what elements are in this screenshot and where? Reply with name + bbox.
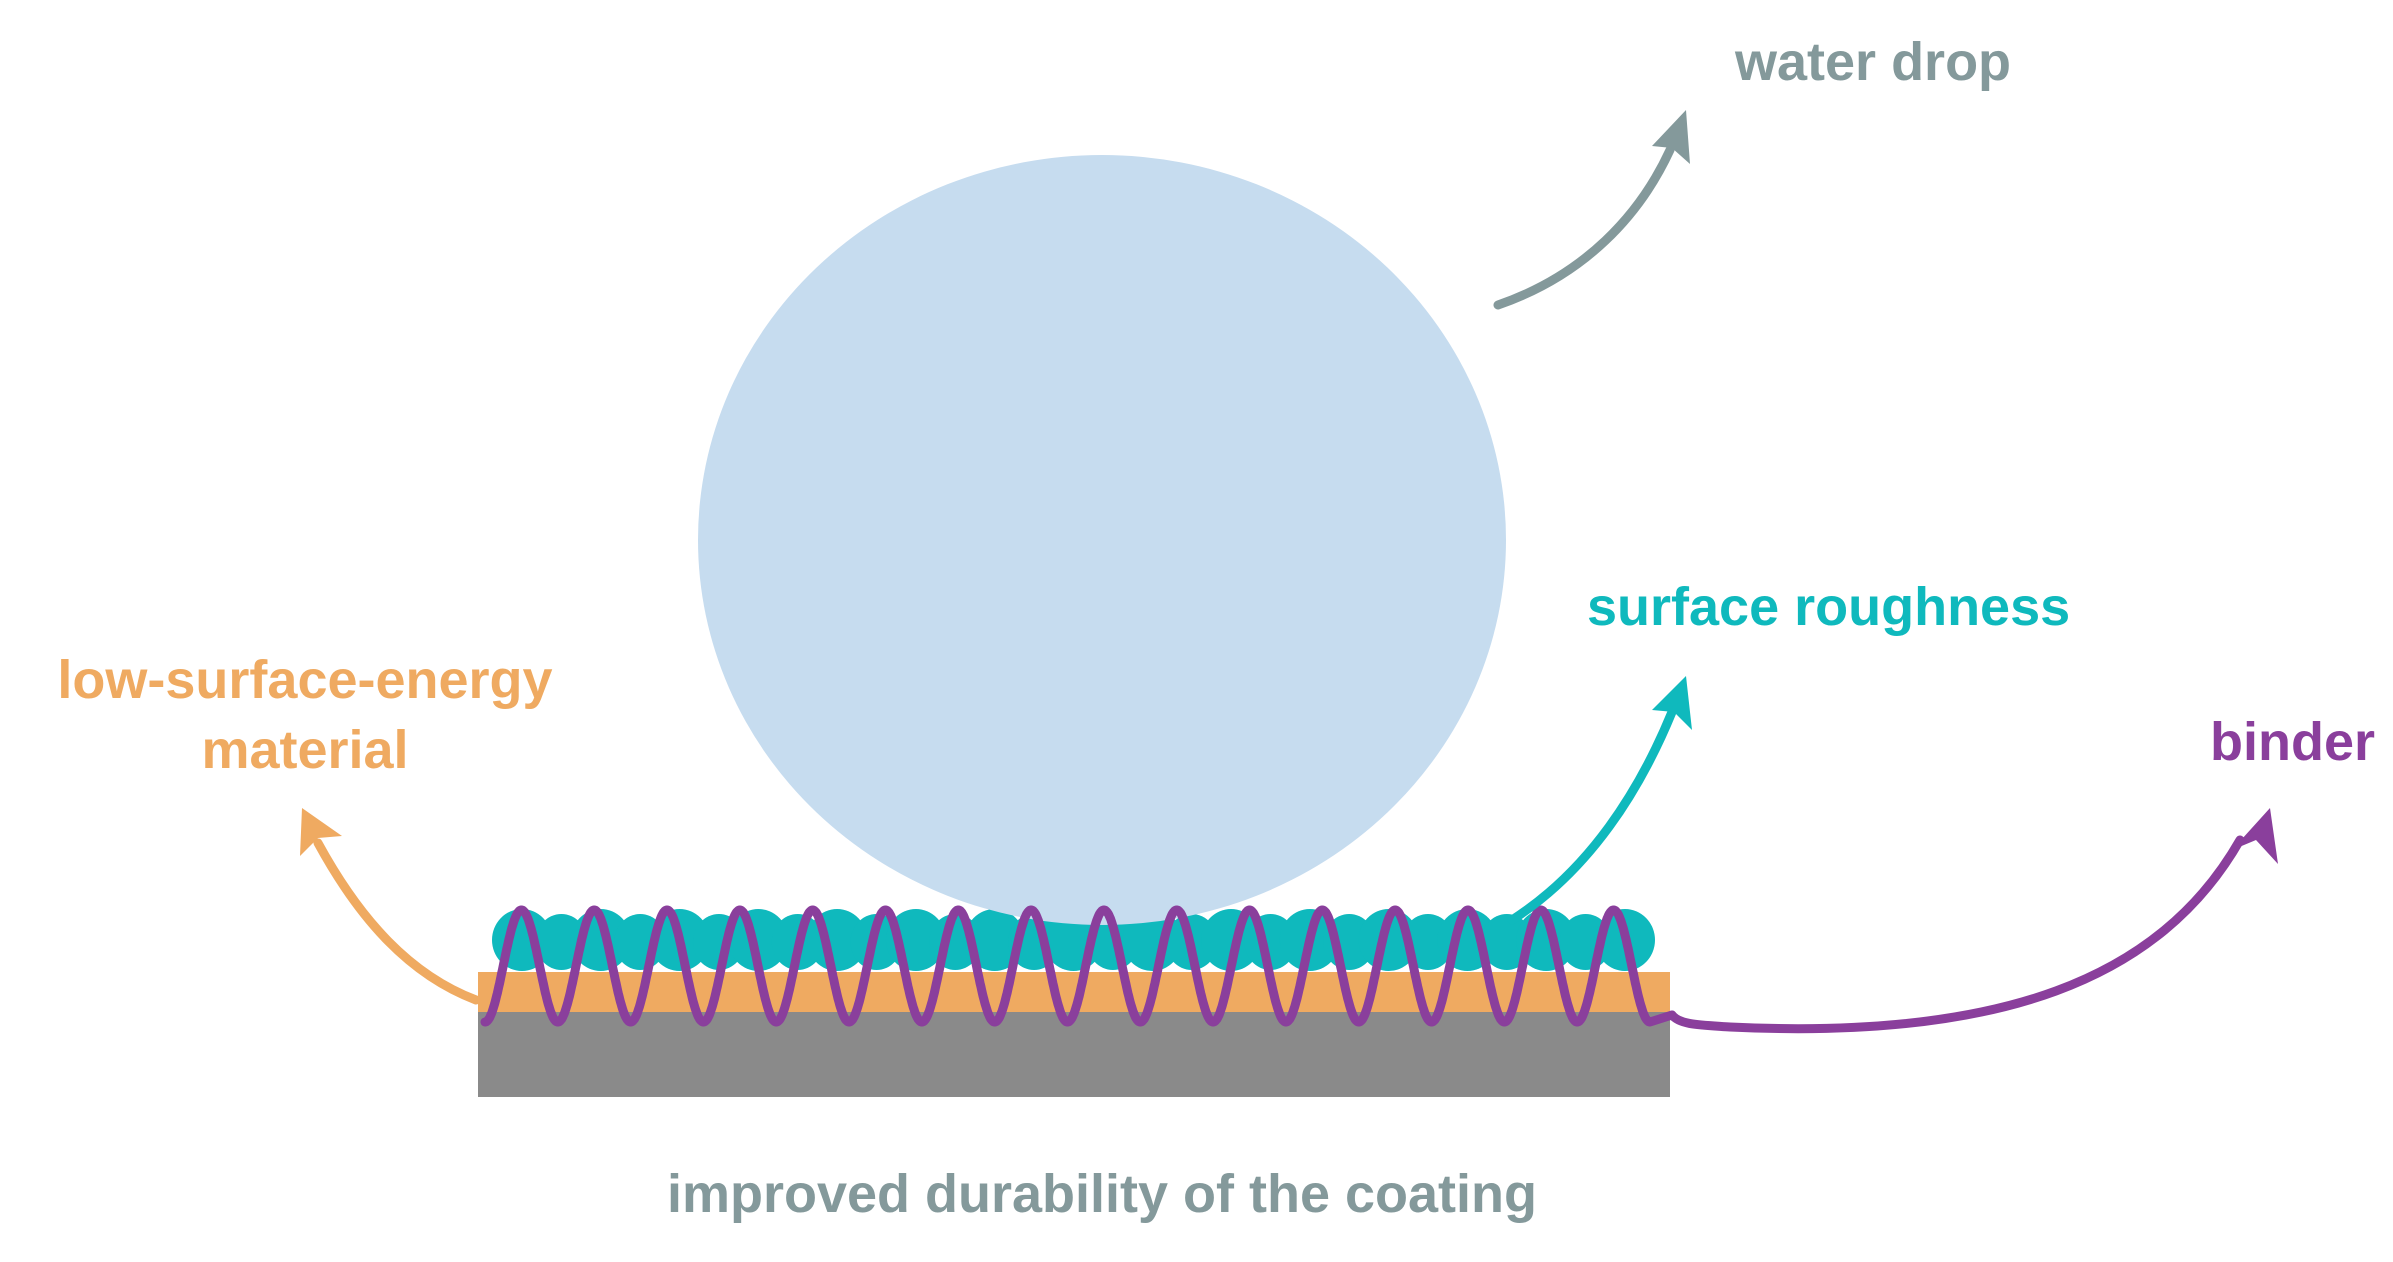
roughness-particle: [728, 909, 789, 971]
low-surface-energy-arrow: [313, 838, 481, 1005]
water-drop: [698, 155, 1506, 925]
low-surface-energy-label-line1: low-surface-energy: [57, 650, 552, 710]
binder-spring: [480, 905, 1677, 1027]
substrate-layer: [478, 1012, 1670, 1097]
low-surface-energy-arrowhead-icon: [300, 808, 342, 856]
roughness-particle: [964, 909, 1025, 971]
water-drop-arrowhead-icon: [1652, 110, 1690, 164]
water-drop-label: water drop: [1734, 32, 2011, 92]
surface-roughness-arrow: [1507, 707, 1677, 925]
water-drop-arrow: [1493, 145, 1675, 310]
binder-arrowhead-icon: [2232, 808, 2278, 864]
surface-roughness-arrowhead-icon: [1652, 676, 1692, 730]
roughness-particle: [1201, 909, 1262, 971]
binder-label: binder: [2210, 712, 2375, 772]
caption: improved durability of the coating: [667, 1164, 1537, 1224]
low-surface-energy-label-line2: material: [201, 720, 408, 780]
binder-arrow: [1667, 835, 2245, 1034]
surface-roughness-label: surface roughness: [1587, 577, 2070, 637]
